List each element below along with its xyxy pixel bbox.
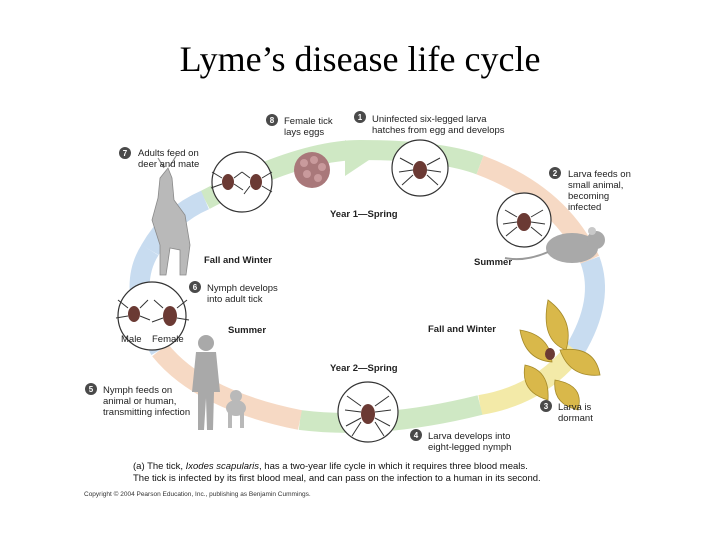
dog-illustration (226, 390, 246, 428)
ring-fall-right (566, 256, 605, 356)
step-5-badge: 5 (85, 383, 97, 395)
step-6-badge: 6 (189, 281, 201, 293)
svg-text:animal or human,: animal or human, (103, 396, 176, 407)
svg-text:hatches from egg and develops: hatches from egg and develops (372, 125, 505, 136)
svg-text:Female tick: Female tick (284, 116, 333, 127)
male-label: Male (121, 334, 142, 345)
cycle-arrowhead (345, 140, 372, 176)
ring-summer-left (152, 343, 302, 430)
season-year1-spring: Year 1—Spring (330, 209, 398, 220)
step-7-label: Adults feed on deer and mate (138, 148, 199, 170)
step-number: 5 (89, 385, 94, 394)
step-1-label: Uninfected six-legged larva hatches from… (372, 114, 505, 136)
step-number: 7 (123, 149, 128, 158)
season-fall-winter-right: Fall and Winter (428, 324, 496, 335)
mouse-illustration (504, 227, 605, 263)
step-4-label: Larva develops into eight-legged nymph (428, 431, 511, 453)
svg-text:Larva develops into: Larva develops into (428, 431, 510, 442)
human-illustration (192, 335, 220, 430)
svg-text:small animal,: small animal, (568, 180, 623, 191)
svg-text:Uninfected six-legged larva: Uninfected six-legged larva (372, 114, 487, 125)
step-7-badge: 7 (119, 147, 131, 159)
step-4-badge: 4 (410, 429, 422, 441)
step-number: 6 (193, 283, 198, 292)
step-number: 8 (270, 116, 275, 125)
season-year2-spring: Year 2—Spring (330, 363, 398, 374)
step-5-label: Nymph feeds on animal or human, transmit… (103, 385, 190, 418)
step-8-badge: 8 (266, 114, 278, 126)
season-summer-left: Summer (228, 325, 266, 336)
svg-text:Larva is: Larva is (558, 402, 592, 413)
adults-circle-step7 (210, 151, 273, 213)
svg-text:transmitting infection: transmitting infection (103, 407, 190, 418)
step-8-label: Female tick lays eggs (284, 116, 333, 138)
svg-text:Adults feed on: Adults feed on (138, 148, 199, 159)
svg-text:Nymph develops: Nymph develops (207, 283, 278, 294)
svg-text:eight-legged nymph: eight-legged nymph (428, 442, 511, 453)
step-6-label: Nymph develops into adult tick (207, 283, 278, 305)
step-2-badge: 2 (549, 167, 561, 179)
step-number: 2 (553, 169, 558, 178)
deer-illustration (151, 155, 191, 276)
female-label: Female (152, 334, 184, 345)
caption-line-2: The tick is infected by its first blood … (133, 473, 541, 484)
svg-text:infected: infected (568, 202, 601, 213)
leaf-pile-illustration (519, 299, 601, 411)
step-number: 1 (358, 113, 363, 122)
svg-text:into adult tick: into adult tick (207, 294, 263, 305)
step-number: 4 (414, 431, 419, 440)
season-fall-winter-left: Fall and Winter (204, 255, 272, 266)
svg-text:lays eggs: lays eggs (284, 127, 324, 138)
copyright-notice: Copyright © 2004 Pearson Education, Inc.… (84, 490, 311, 498)
male-female-circle-step6 (115, 281, 190, 351)
nymph-circle-step4 (337, 381, 399, 443)
page-title: Lyme’s disease life cycle (179, 39, 541, 79)
step-1-badge: 1 (354, 111, 366, 123)
season-summer-right: Summer (474, 257, 512, 268)
larva-circle-step2 (496, 192, 552, 248)
larva-circle-step1 (391, 139, 449, 197)
dormant-larva-icon (545, 348, 555, 360)
caption-line-1: (a) The tick, Ixodes scapularis, has a t… (133, 461, 528, 472)
egg-cluster-illustration (294, 152, 330, 188)
step-number: 3 (544, 402, 549, 411)
step-badges: 1 2 3 4 5 6 7 8 (85, 111, 561, 441)
svg-text:Larva feeds on: Larva feeds on (568, 169, 631, 180)
svg-text:becoming: becoming (568, 191, 609, 202)
step-3-label: Larva is dormant (558, 402, 593, 424)
step-2-label: Larva feeds on small animal, becoming in… (568, 169, 631, 213)
step-3-badge: 3 (540, 400, 552, 412)
svg-text:deer and mate: deer and mate (138, 159, 199, 170)
svg-text:Nymph feeds on: Nymph feeds on (103, 385, 172, 396)
svg-text:dormant: dormant (558, 413, 593, 424)
